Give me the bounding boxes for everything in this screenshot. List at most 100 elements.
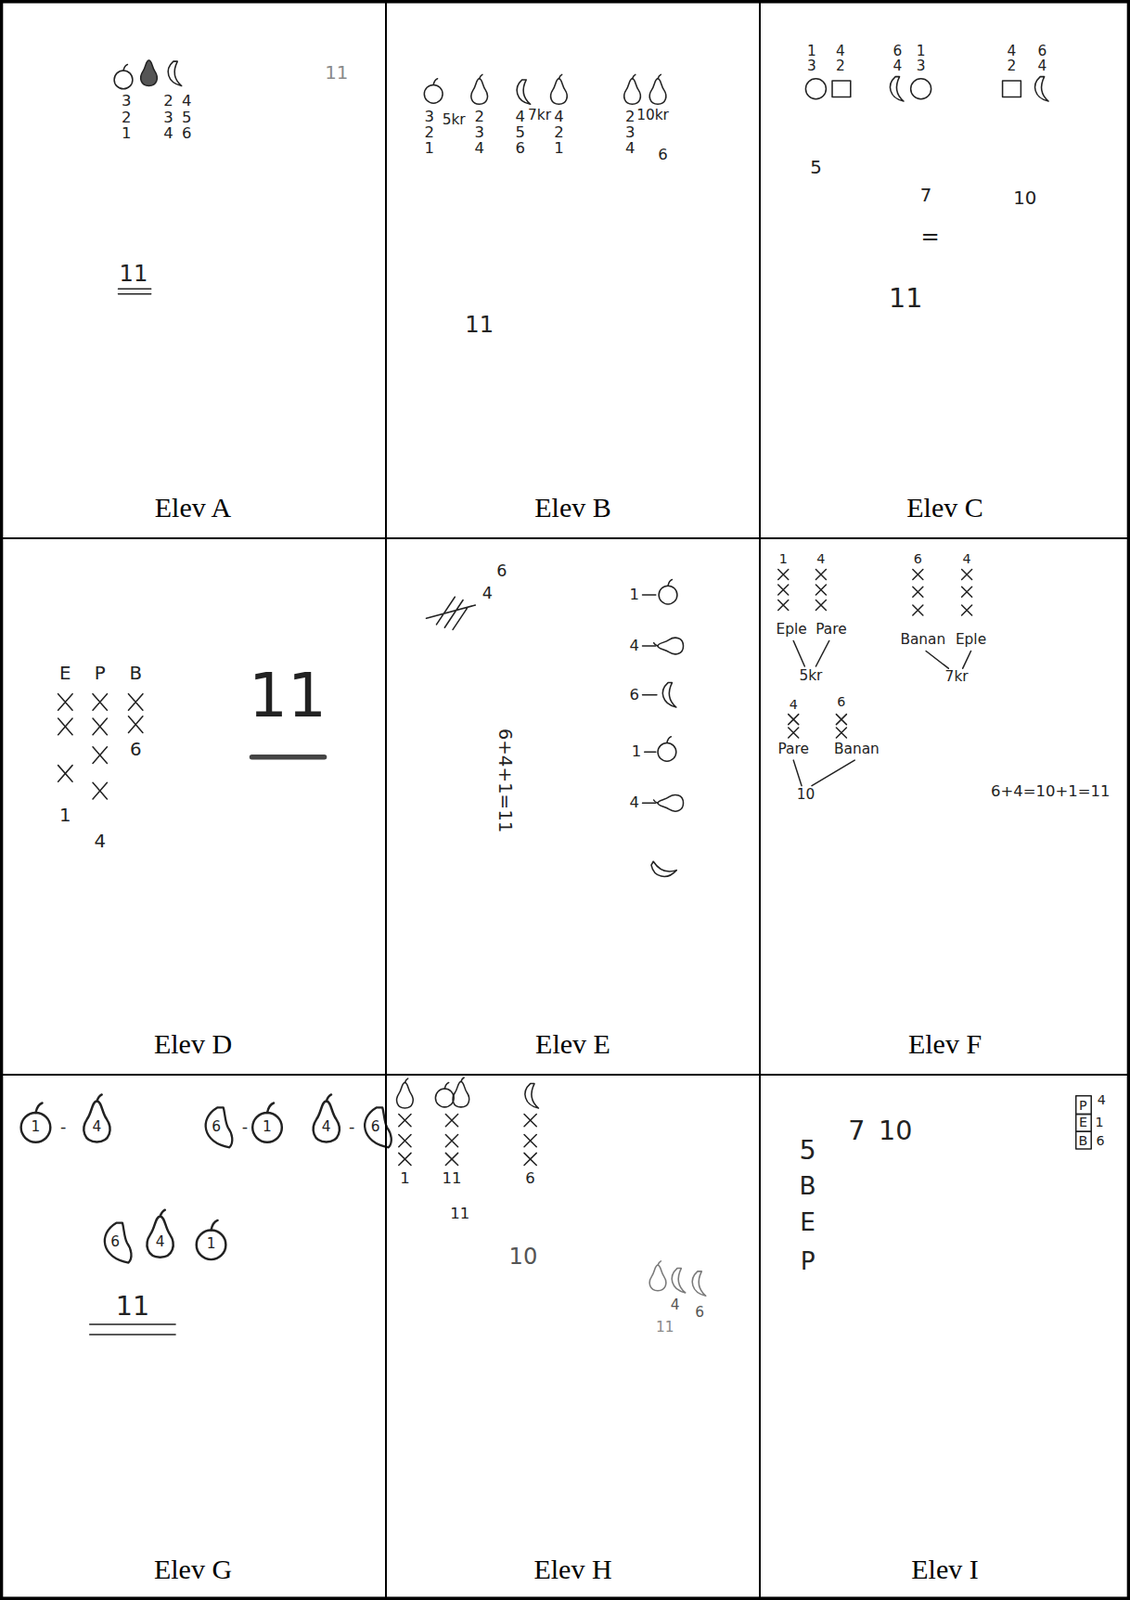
handwritten-mark: 5kr — [442, 113, 466, 128]
panel-i-sketch — [1076, 1095, 1092, 1149]
handwritten-mark: 4 — [963, 552, 972, 565]
handwritten-mark: P — [800, 1248, 816, 1273]
handwritten-mark: Eple — [775, 623, 807, 638]
student-panel: Elev H — [385, 1074, 760, 1600]
sketch-stroke — [657, 736, 677, 761]
handwritten-mark: 6 — [836, 694, 846, 708]
sketch-stroke — [252, 754, 325, 759]
handwritten-mark: 1 — [31, 1119, 41, 1134]
handwritten-mark: 2 3 4 — [163, 92, 175, 142]
sketch-stroke — [104, 1222, 132, 1263]
student-panel: Elev B — [385, 0, 760, 539]
handwritten-mark: E — [1078, 1115, 1088, 1129]
handwritten-mark: 1 — [262, 1119, 272, 1134]
handwritten-mark: 2 3 4 — [625, 108, 637, 157]
handwritten-mark: 4 2 — [834, 43, 846, 74]
sketch-stroke — [1002, 80, 1022, 98]
sketch-stroke — [313, 1093, 340, 1142]
handwritten-mark: 11 — [324, 64, 348, 83]
handwritten-mark: 1 3 — [915, 43, 926, 74]
handwritten-mark: 4 — [155, 1234, 166, 1249]
handwritten-mark: 6 — [657, 147, 668, 163]
handwritten-mark: 6+4+1=11 — [495, 728, 514, 834]
sketch-stroke — [551, 74, 568, 104]
handwritten-mark: 1 — [1094, 1115, 1104, 1129]
handwritten-mark: 7 — [847, 1117, 865, 1144]
sketch-stroke — [364, 1106, 392, 1147]
sketch-stroke — [252, 1102, 283, 1142]
handwritten-mark: 4 — [92, 1119, 103, 1134]
panel-g-sketch — [21, 1093, 392, 1335]
handwritten-mark: Pare — [778, 742, 809, 757]
handwritten-mark: 1 3 — [807, 43, 818, 74]
handwritten-mark: 3 2 1 — [423, 108, 436, 157]
handwritten-mark: 6+4=10+1=11 — [990, 783, 1111, 799]
handwritten-mark: = — [920, 225, 939, 248]
handwritten-mark: 7kr — [527, 109, 552, 124]
sketch-stroke — [778, 569, 789, 611]
sketch-stroke — [1076, 1114, 1092, 1132]
sketch-stroke — [141, 60, 158, 86]
sketch-stroke — [805, 78, 826, 100]
handwritten-mark: 10 — [878, 1117, 912, 1144]
sketch-stroke — [648, 857, 677, 882]
sketch-stroke — [397, 1078, 414, 1108]
sketch-stroke — [425, 596, 476, 630]
panel-c-sketch — [805, 77, 1049, 102]
handwritten-mark: 6 — [525, 1169, 535, 1185]
student-panel: Elev C — [759, 0, 1130, 539]
sketch-stroke — [815, 569, 826, 611]
sketch-stroke — [642, 594, 657, 803]
panel-b-sketch — [423, 74, 667, 104]
handwritten-mark: 5 — [809, 158, 822, 178]
sketch-stroke — [114, 64, 133, 89]
handwritten-mark: 11 — [248, 665, 327, 727]
panel-e-sketch — [425, 579, 683, 883]
handwritten-mark: Eple — [955, 633, 987, 648]
handwritten-mark: 4 — [482, 585, 493, 603]
panel-caption: Elev C — [906, 490, 984, 525]
sketch-stroke — [654, 637, 684, 655]
sketch-stroke — [1076, 1095, 1092, 1115]
sketch-stroke — [912, 569, 924, 616]
sketch-stroke — [662, 682, 676, 707]
handwritten-mark: 6 4 — [892, 43, 903, 74]
panel-caption: Elev F — [908, 1027, 982, 1061]
sketch-stroke — [252, 1102, 283, 1142]
sketch-stroke — [524, 1114, 537, 1166]
sketch-stroke — [1035, 77, 1049, 102]
handwritten-mark: Pare — [815, 623, 847, 638]
handwritten-mark: 6 — [110, 1234, 120, 1249]
handwritten-mark: 11 — [115, 1292, 150, 1320]
handwritten-mark: 6 — [629, 686, 640, 702]
sketch-stroke — [83, 1093, 110, 1142]
handwritten-mark: 10kr — [636, 109, 669, 124]
panel-caption: Elev G — [154, 1552, 232, 1586]
sketch-stroke — [398, 1114, 411, 1166]
handwritten-mark: - — [242, 1118, 248, 1136]
sketch-stroke — [423, 78, 443, 103]
handwritten-mark: 1 — [399, 1169, 410, 1185]
handwritten-mark: 6 — [496, 563, 507, 580]
handwritten-mark: B — [799, 1173, 817, 1198]
sketch-stroke — [364, 1106, 392, 1147]
sketch-stroke — [445, 1114, 458, 1166]
sketch-stroke — [104, 1222, 132, 1263]
sketch-stroke — [671, 1268, 685, 1293]
handwritten-mark: 4 — [93, 832, 106, 851]
handwritten-mark: 1 — [629, 587, 640, 603]
sketch-stroke — [692, 1271, 706, 1296]
panel-caption: Elev B — [534, 490, 612, 525]
handwritten-mark: 6 — [913, 552, 923, 565]
handwritten-mark: 11 — [655, 1321, 675, 1336]
sketch-stroke — [788, 714, 799, 738]
handwritten-mark: 11 — [119, 262, 149, 285]
sketch-stroke — [654, 795, 684, 812]
sketch-stroke — [835, 714, 847, 738]
sketch-stroke — [654, 637, 684, 655]
panel-f-sketch — [778, 569, 973, 786]
sketch-stroke — [516, 79, 530, 104]
sketch-stroke — [649, 74, 667, 104]
